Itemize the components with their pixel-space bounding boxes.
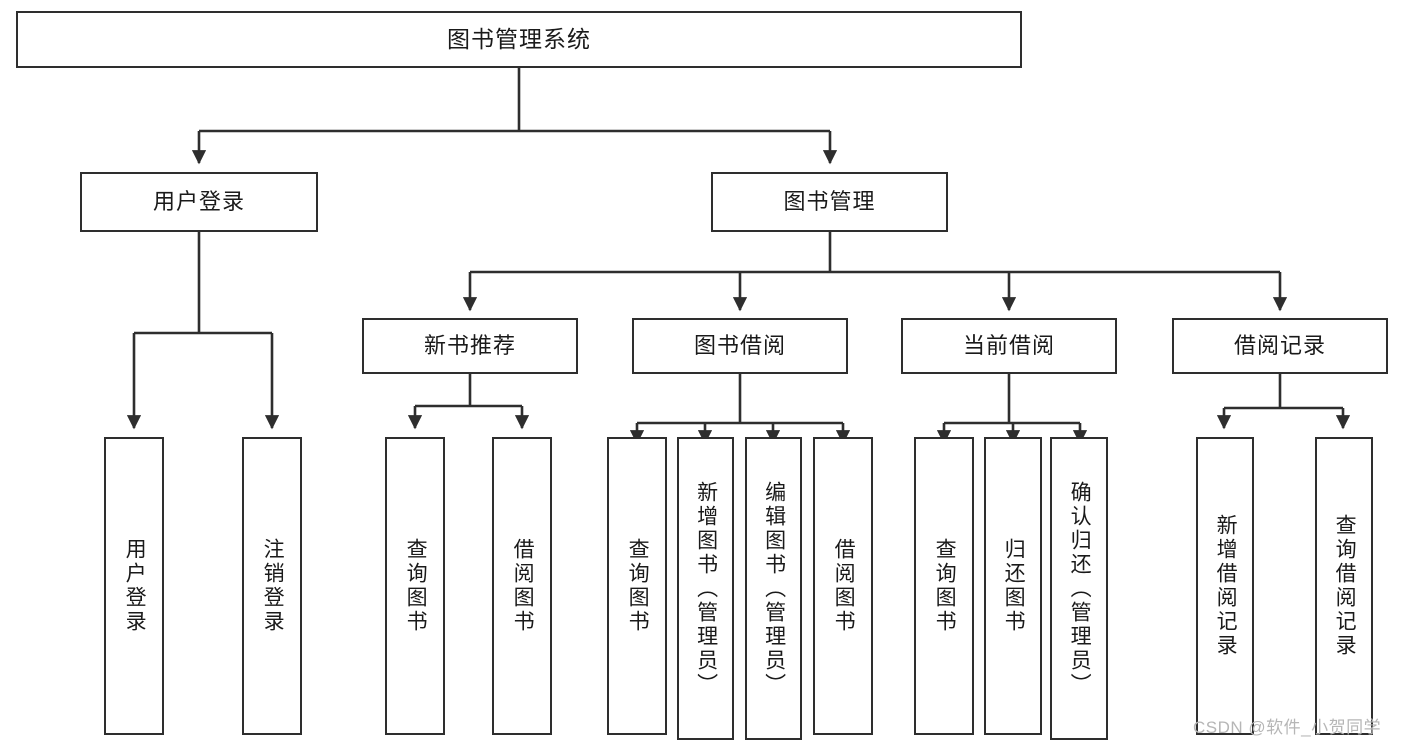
- node-root-system[interactable]: 图书管理系统: [16, 11, 1022, 68]
- node-leaf-confirm-return[interactable]: 确认归还（管理员）: [1050, 437, 1108, 740]
- node-leaf-user-login[interactable]: 用户登录: [104, 437, 164, 735]
- node-book-management[interactable]: 图书管理: [711, 172, 948, 232]
- node-leaf-query-book-recommend[interactable]: 查询图书: [385, 437, 445, 735]
- node-leaf-query-book-current[interactable]: 查询图书: [914, 437, 974, 735]
- node-leaf-add-book[interactable]: 新增图书（管理员）: [677, 437, 734, 740]
- node-new-book-recommend[interactable]: 新书推荐: [362, 318, 578, 374]
- node-leaf-add-borrow-record[interactable]: 新增借阅记录: [1196, 437, 1254, 735]
- node-leaf-edit-book[interactable]: 编辑图书（管理员）: [745, 437, 802, 740]
- node-leaf-query-borrow-record[interactable]: 查询借阅记录: [1315, 437, 1373, 735]
- node-current-borrow[interactable]: 当前借阅: [901, 318, 1117, 374]
- node-book-borrow[interactable]: 图书借阅: [632, 318, 848, 374]
- node-user-login[interactable]: 用户登录: [80, 172, 318, 232]
- node-leaf-borrow-book[interactable]: 借阅图书: [813, 437, 873, 735]
- node-leaf-logout-login[interactable]: 注销登录: [242, 437, 302, 735]
- node-leaf-query-book-borrow[interactable]: 查询图书: [607, 437, 667, 735]
- node-borrow-record[interactable]: 借阅记录: [1172, 318, 1388, 374]
- node-leaf-return-book[interactable]: 归还图书: [984, 437, 1042, 735]
- node-leaf-borrow-book-recommend[interactable]: 借阅图书: [492, 437, 552, 735]
